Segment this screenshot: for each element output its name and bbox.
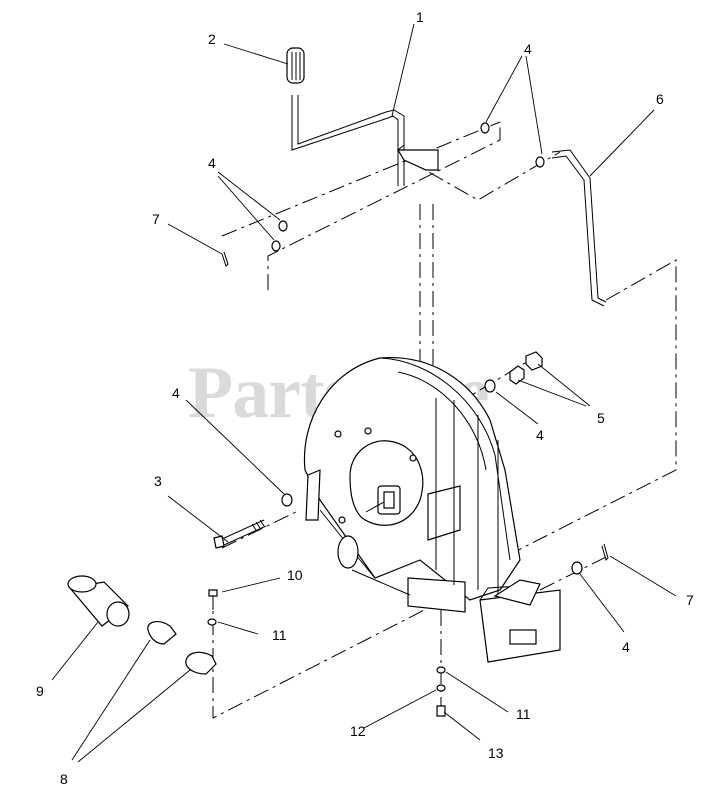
leader-lines — [51, 23, 677, 763]
rod-bracket — [396, 144, 439, 171]
tube — [67, 575, 130, 627]
grip-handle — [286, 47, 305, 84]
callout-5: 5 — [597, 410, 605, 426]
callout-9: 9 — [36, 683, 44, 699]
hose-clamps — [147, 621, 217, 675]
callout-7-right: 7 — [686, 592, 694, 608]
callout-1: 1 — [416, 9, 424, 25]
callout-11-bottom: 11 — [516, 706, 531, 722]
callout-4-right: 4 — [536, 427, 544, 443]
callout-4-left: 4 — [208, 155, 216, 171]
callout-11-left: 11 — [272, 627, 287, 643]
nuts — [509, 351, 543, 385]
callout-3: 3 — [154, 473, 162, 489]
blower-housing — [303, 357, 561, 663]
callout-7-left: 7 — [152, 211, 160, 227]
small-hardware — [207, 589, 446, 717]
crank-rod — [291, 95, 405, 186]
callout-2: 2 — [208, 31, 216, 47]
washers — [271, 122, 583, 575]
assembly-lines — [212, 121, 677, 719]
deflector-rod — [551, 149, 607, 307]
callout-8: 8 — [60, 771, 68, 787]
callout-4-mid: 4 — [172, 385, 180, 401]
long-bolt — [213, 519, 267, 549]
callout-12: 12 — [350, 723, 366, 739]
callout-labels: 1 2 4 6 4 7 4 4 5 3 10 7 4 11 9 11 12 13… — [36, 9, 694, 787]
callout-4-top: 4 — [524, 41, 532, 57]
cotter-pins — [221, 251, 609, 561]
callout-10: 10 — [287, 567, 303, 583]
callout-6: 6 — [656, 91, 664, 107]
callout-4-bottom: 4 — [622, 639, 630, 655]
callout-13: 13 — [488, 745, 504, 761]
